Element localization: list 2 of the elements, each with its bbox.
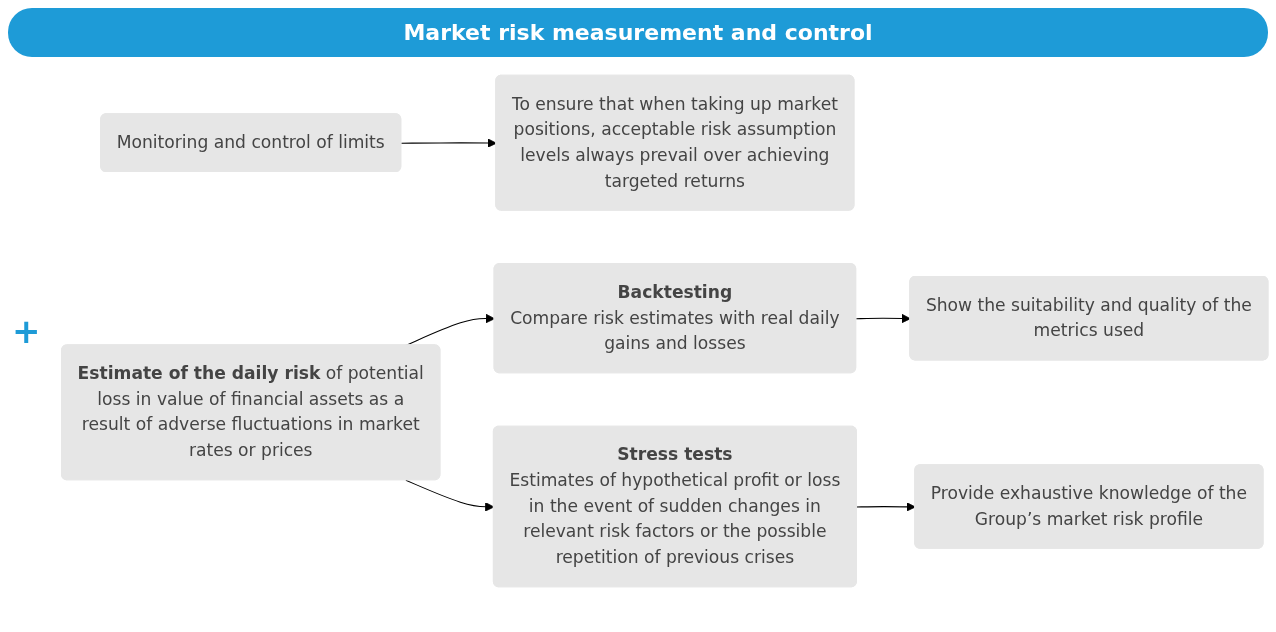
title-banner: Market risk measurement and control	[8, 8, 1268, 57]
plus-sign: +	[12, 311, 41, 351]
